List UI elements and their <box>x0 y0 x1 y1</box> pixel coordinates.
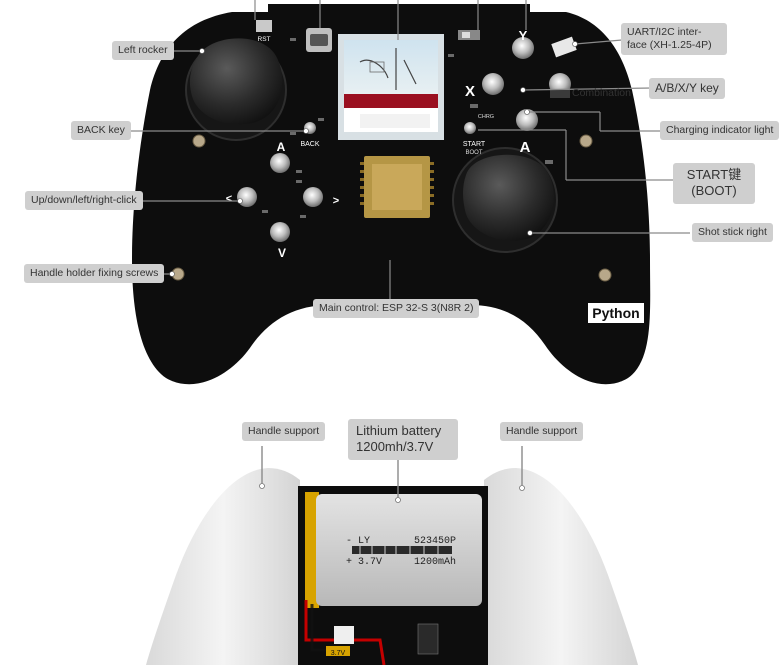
python-badge <box>588 303 644 323</box>
callout-start: START键 (BOOT) <box>673 163 755 204</box>
y-label: Y <box>519 28 528 43</box>
boot-label: BOOT <box>465 150 482 156</box>
callout-uart: UART/I2C inter-face (XH-1.25-4P) <box>621 23 727 56</box>
connector-label: 3.7V <box>331 650 346 657</box>
dpad-down-label: V <box>278 246 286 260</box>
battery-barcode <box>352 546 452 554</box>
battery-connector <box>334 626 354 644</box>
callout-handle-support-left: Handle support <box>242 422 326 442</box>
uart-connector <box>551 36 577 58</box>
x-label: X <box>465 83 475 100</box>
battery-brand: - LY <box>346 536 370 547</box>
start-button <box>464 122 476 134</box>
a-label: A <box>520 139 531 156</box>
rst-label: RST <box>258 36 271 43</box>
dpad-up-label: A <box>277 140 286 154</box>
board-ic <box>417 623 439 655</box>
callout-battery: Lithium battery 1200mh/3.7V <box>348 419 458 460</box>
dpad-buttons <box>237 153 323 242</box>
callout-main-control: Main control: ESP 32-S 3(N8R 2) <box>313 299 480 319</box>
callout-dpad: Up/down/left/right-click <box>25 191 143 211</box>
battery-capacity: 1200mAh <box>414 556 456 568</box>
abxy-buttons <box>482 37 571 131</box>
callout-combination: Combination <box>572 87 631 99</box>
callout-handle-support-right: Handle support <box>500 422 584 442</box>
mounting-screws <box>171 134 612 282</box>
lcd-red-band <box>344 94 438 108</box>
python-label: Python <box>592 305 639 321</box>
right-stick-cap <box>463 154 554 241</box>
callout-right-stick: Shot stick right <box>692 223 773 243</box>
battery-tape <box>305 492 319 608</box>
callout-abxy: A/B/X/Y key <box>649 78 725 99</box>
callout-charging: Charging indicator light <box>660 121 780 141</box>
back-label: BACK <box>300 141 319 148</box>
battery-model: 523450P <box>414 536 456 547</box>
combination-chip <box>550 90 570 98</box>
callout-back-key: BACK key <box>71 121 131 141</box>
callout-left-rocker: Left rocker <box>112 41 174 61</box>
rst-button <box>256 20 272 32</box>
leader-lines <box>118 0 690 299</box>
chrg-label: CHRG <box>478 114 494 120</box>
dpad-left-label: < <box>226 193 232 205</box>
callout-holder-screw: Handle holder fixing screws <box>24 264 165 284</box>
left-handle-support <box>146 468 300 665</box>
right-handle-support <box>484 468 638 665</box>
dpad-right-label: > <box>333 195 339 207</box>
battery-voltage: + 3.7V <box>346 557 382 568</box>
left-stick-cap <box>189 38 283 125</box>
start-label: START <box>463 141 486 148</box>
